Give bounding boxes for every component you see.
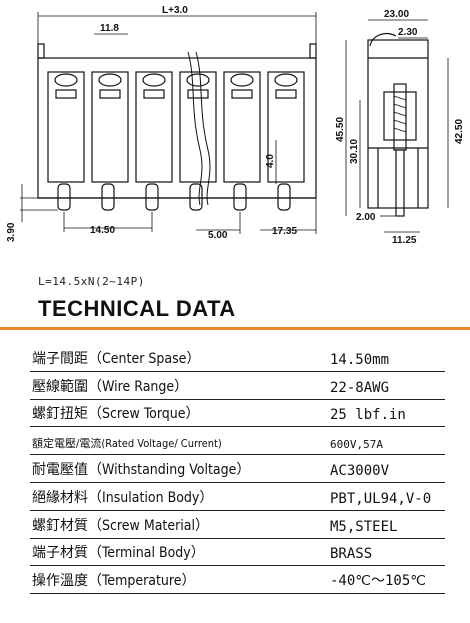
spec-row-wire-range: 壓線範圍（Wire Range） 22-8AWG (30, 372, 445, 400)
dim-5-00-label: 5.00 (208, 230, 228, 241)
dim-11-25-label: 11.25 (392, 235, 417, 246)
spec-row-rated-voltage: 額定電壓/電流(Rated Voltage/ Current) 600V,57A (30, 427, 445, 456)
spec-value: 25 lbf.in (330, 407, 406, 424)
spec-label: 操作溫度（Temperature） (32, 573, 196, 590)
pitch-formula: L=14.5xN(2~14P) (38, 275, 145, 288)
spec-label: 額定電壓/電流(Rated Voltage/ Current) (32, 437, 222, 451)
spec-label: 端子材質（Terminal Body） (32, 545, 205, 562)
spec-label: 螺釘材質（Screw Material） (32, 517, 210, 534)
dim-2-30-label: 2.30 (398, 27, 418, 38)
dim-17-35-label: 17.35 (272, 226, 297, 237)
spec-label: 絕緣材料（Insulation Body） (32, 489, 214, 506)
pins (57, 183, 291, 211)
spec-value: PBT,UL94,V-0 (330, 490, 432, 507)
orange-divider (0, 327, 470, 330)
front-view-body (37, 57, 317, 199)
spec-value: 22-8AWG (330, 379, 390, 396)
spec-value: 14.50mm (330, 351, 390, 368)
spec-value: 600V,57A (330, 438, 383, 452)
spec-label: 壓線範圍（Wire Range） (32, 378, 189, 395)
spec-label: 螺釘扭矩（Screw Torque） (32, 406, 200, 423)
dim-30-10-label: 30.10 (349, 139, 360, 164)
terminal-cells (47, 71, 305, 183)
spec-row-insulation-body: 絕緣材料（Insulation Body） PBT,UL94,V-0 (30, 483, 445, 511)
spec-row-terminal-body: 端子材質（Terminal Body） BRASS (30, 539, 445, 567)
spec-row-center-spacing: 端子間距（Center Spase） 14.50mm (30, 344, 445, 372)
spec-value: BRASS (330, 546, 373, 563)
spec-value: M5,STEEL (330, 518, 398, 535)
dim-42-50-label: 42.50 (454, 119, 465, 144)
technical-drawing: L+3.0 11.8 14.50 5.00 17.35 3.90 4.0 23.… (6, 5, 465, 246)
dim-4-0-label: 4.0 (265, 154, 276, 168)
page-title: TECHNICAL DATA (38, 296, 236, 321)
spec-row-screw-material: 螺釘材質（Screw Material） M5,STEEL (30, 511, 445, 539)
spec-label: 端子間距（Center Spase） (32, 350, 201, 367)
dim-2-00-label: 2.00 (356, 212, 376, 223)
dim-14-50-label: 14.50 (90, 225, 115, 236)
spec-label: 耐電壓值（Withstanding Voltage） (32, 461, 251, 478)
spec-value: AC3000V (330, 462, 390, 479)
dim-3-90-label: 3.90 (6, 222, 17, 242)
side-view (345, 19, 449, 233)
dim-23-00-label: 23.00 (384, 9, 409, 20)
dim-45-50-label: 45.50 (335, 117, 346, 142)
spec-row-screw-torque: 螺釘扭矩（Screw Torque） 25 lbf.in (30, 400, 445, 428)
screw-heads (54, 73, 298, 99)
spec-value: -40℃～105℃ (330, 573, 427, 590)
spec-row-temperature: 操作溫度（Temperature） -40℃～105℃ (30, 566, 445, 595)
spec-table: 端子間距（Center Spase） 14.50mm 壓線範圍（Wire Ran… (30, 344, 445, 595)
dim-length-label: L+3.0 (162, 5, 188, 16)
dim-11-8-label: 11.8 (100, 23, 119, 34)
spec-row-withstanding-voltage: 耐電壓值（Withstanding Voltage） AC3000V (30, 455, 445, 483)
